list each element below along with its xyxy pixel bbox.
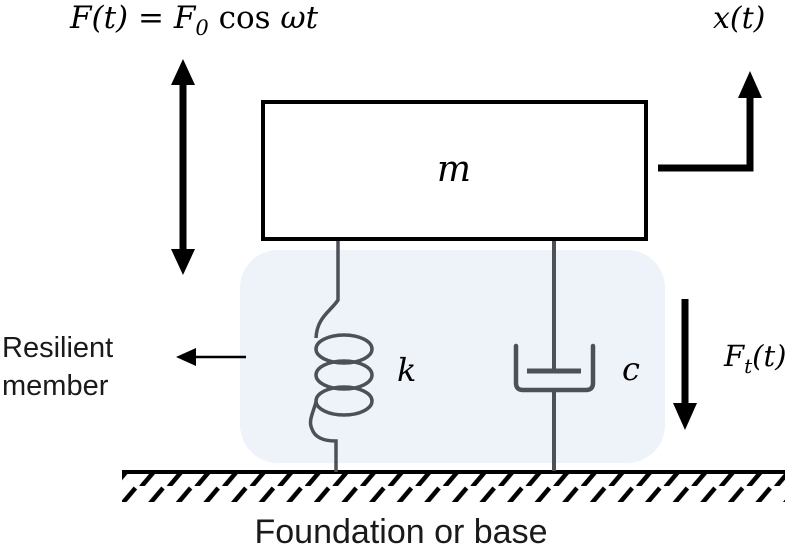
isolator-region <box>240 250 665 463</box>
damper-label: c <box>622 350 640 388</box>
ground <box>122 470 785 502</box>
displacement-arrow-icon <box>658 71 762 172</box>
mass-block <box>261 100 648 241</box>
spring-symbol <box>308 239 374 472</box>
spring-bottom-link <box>308 401 338 472</box>
svg-text:Resilient: Resilient <box>2 332 113 364</box>
force-formula: F(t) = F0 cos ωt <box>69 0 319 40</box>
displacement-label: x(t) <box>713 1 765 36</box>
ground-hatching <box>122 474 785 502</box>
svg-text:member: member <box>2 370 109 402</box>
spring-label: k <box>397 351 416 389</box>
transmitted-force-label: Ft(t) <box>723 339 786 378</box>
spring-coil-loop <box>314 385 374 417</box>
spring-coil-loop <box>314 333 374 365</box>
transmitted-force-arrow-icon <box>673 299 697 430</box>
foundation-label: Foundation or base <box>255 513 548 549</box>
spring-coil-loop <box>314 359 374 391</box>
applied-force-arrow-icon <box>171 59 195 275</box>
mass-label: m <box>437 149 471 190</box>
resilient-member-arrow-icon <box>176 348 246 366</box>
damper-symbol <box>513 239 596 471</box>
spring-top-link <box>314 239 340 339</box>
resilient-member-label: Resilient member <box>2 332 113 402</box>
